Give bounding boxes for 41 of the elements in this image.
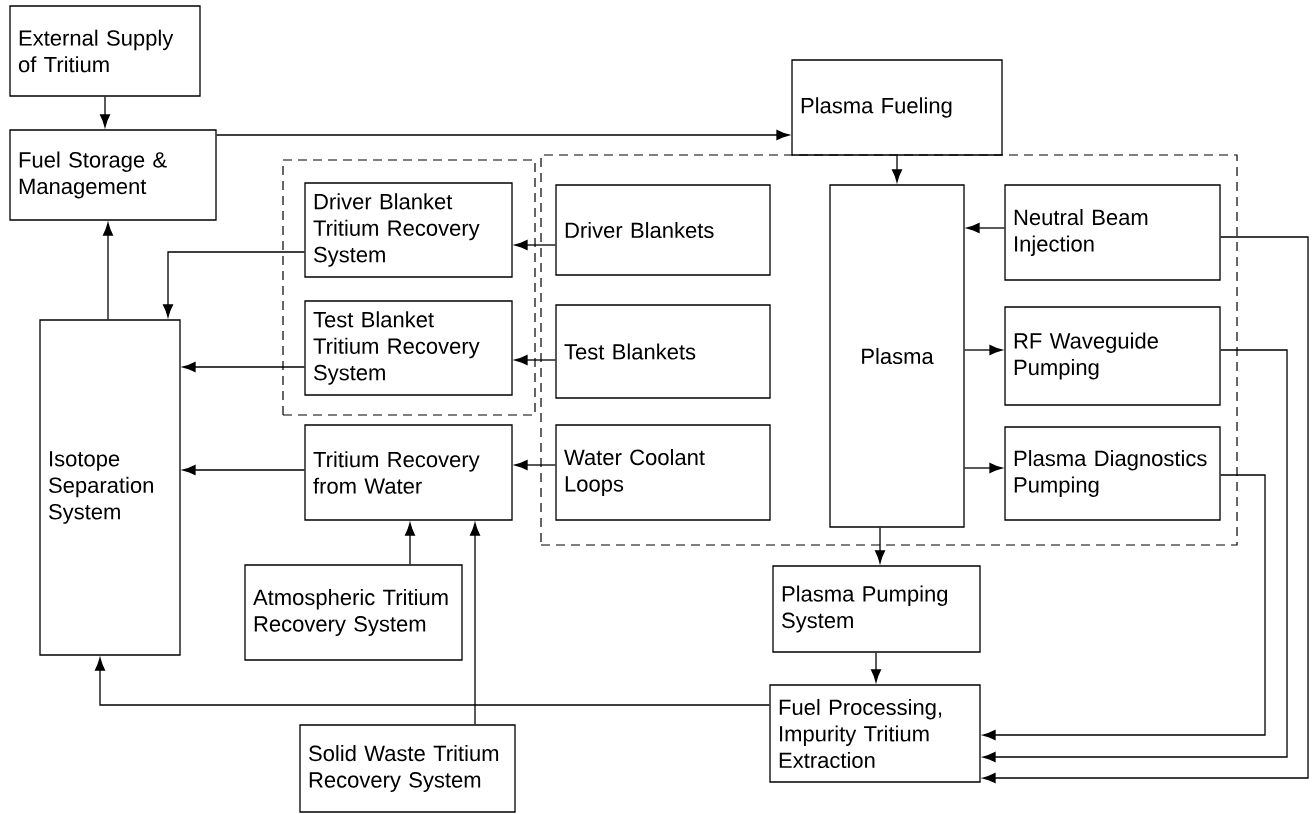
group-boundary (540, 154, 1238, 546)
arrow (514, 239, 556, 251)
arrow (162, 251, 305, 318)
process-box: Water Coolant Loops (555, 424, 771, 521)
arrow (966, 222, 1005, 234)
process-box: RF Waveguide Pumping (1004, 306, 1221, 406)
arrow (216, 129, 790, 141)
arrow (982, 474, 1266, 741)
arrow (514, 460, 556, 471)
arrow (875, 527, 886, 564)
arrow (982, 349, 1288, 763)
process-box: Plasma Diagnostics Pumping (1004, 426, 1221, 521)
group-boundary (282, 159, 536, 416)
arrow (871, 652, 882, 683)
process-box: Plasma Pumping System (772, 565, 981, 653)
process-box: Test Blankets (555, 304, 771, 399)
process-box: Driver Blanket Tritium Recovery System (304, 182, 513, 278)
arrow (405, 522, 416, 565)
arrow (470, 522, 481, 725)
arrow (94, 657, 770, 706)
process-box: Isotope Separation System (39, 319, 181, 656)
process-box: Neutral Beam Injection (1004, 184, 1221, 281)
process-box: Atmospheric Tritium Recovery System (244, 564, 463, 661)
arrow (102, 222, 114, 320)
arrow (514, 355, 556, 366)
arrow (182, 465, 305, 476)
arrow (99, 96, 111, 128)
process-box: Fuel Processing, Impurity Tritium Extraction (769, 684, 981, 783)
process-box: Solid Waste Tritium Recovery System (299, 724, 516, 813)
process-box: Fuel Storage & Management (9, 129, 217, 221)
process-box: Tritium Recovery from Water (304, 424, 513, 521)
arrow (964, 344, 1003, 356)
process-box: Test Blanket Tritium Recovery System (304, 300, 513, 396)
process-box: External Supply of Tritium (9, 5, 201, 97)
arrow (964, 463, 1003, 474)
process-box: Driver Blankets (555, 184, 771, 276)
arrow (982, 236, 1309, 784)
arrow (892, 155, 903, 183)
process-box: Plasma Fueling (791, 59, 1003, 156)
process-box: Plasma (829, 184, 965, 528)
arrow (182, 361, 305, 373)
